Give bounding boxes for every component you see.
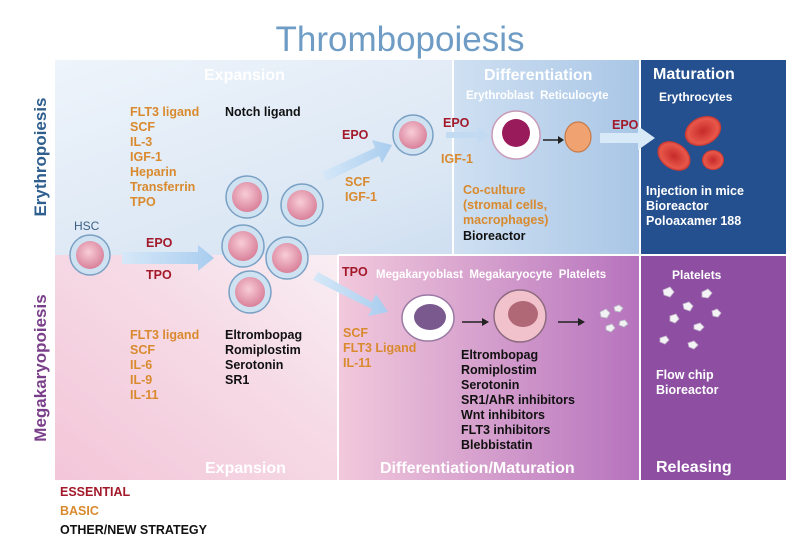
erythro-epo-diff: EPO [342, 128, 369, 142]
header-differentiation: Differentiation [484, 67, 593, 84]
releasing-methods: Flow chip Bioreactor [656, 368, 719, 397]
platelets-diff [599, 304, 629, 333]
header-maturation: Maturation [653, 66, 735, 83]
erythro-progenitor-cell [392, 114, 434, 156]
diff-maturation-panel [338, 255, 640, 480]
mega-diff-other: Eltrombopag Romiplostim Serotonin SR1/Ah… [461, 348, 575, 452]
platelets-label: Platelets [672, 268, 722, 282]
platelets-released [659, 286, 722, 350]
hsc-cell [69, 234, 111, 276]
erythroblast-arrow [446, 127, 489, 143]
erythropoiesis-label: Erythropoiesis [31, 97, 50, 217]
hsc-label: HSC [74, 219, 100, 233]
mega-tpo: TPO [342, 265, 368, 279]
differentiation-panel [453, 60, 639, 255]
expansion-cell-cluster [221, 175, 324, 314]
mega-expansion-other: Eltrombopag Romiplostim Serotonin SR1 [225, 328, 303, 387]
erythro-coculture: Co-culture (stromal cells, macrophages) [463, 183, 549, 227]
header-releasing: Releasing [656, 459, 732, 476]
erythro-expansion-other: Notch ligand [225, 105, 301, 119]
hsc-arrow [122, 245, 214, 271]
megakaryopoiesis-label: Megakaryopoiesis [31, 294, 50, 442]
header-diff-maturation: Differentiation/Maturation [380, 460, 575, 477]
mega-diff-factors: SCF FLT3 Ligand IL-11 [343, 326, 417, 370]
erythrocytes-label: Erythrocytes [659, 90, 733, 104]
mega-stage-labels: Megakaryoblast Megakaryocyte Platelets [376, 269, 607, 281]
megakaryocyte-cell [493, 289, 547, 343]
erythro-arrow [322, 140, 392, 181]
mega-expansion-factors: FLT3 ligand SCF IL-6 IL-9 IL-11 [130, 328, 200, 402]
erythro-expansion-factors: FLT3 ligand SCF IL-3 IGF-1 Heparin Trans… [130, 105, 200, 209]
maturation-arrow [600, 126, 655, 150]
megakaryoblast-cell [401, 294, 455, 342]
erythrocytes [657, 115, 724, 171]
hsc-epo: EPO [146, 236, 173, 250]
erythro-stage-labels: Erythroblast Reticulocyte [466, 90, 609, 102]
erythro-diff-factors: SCF IGF-1 [345, 175, 377, 204]
erythro-bioreactor: Bioreactor [463, 229, 526, 243]
header-expansion-bottom: Expansion [205, 460, 286, 477]
hsc-tpo: TPO [146, 268, 172, 282]
erythro-epo-mat: EPO [612, 118, 639, 132]
erythro-epo-mid: EPO [443, 116, 470, 130]
header-expansion-top: Expansion [204, 67, 285, 84]
reticulocyte-cell [564, 121, 592, 153]
legend-other: OTHER/NEW STRATEGY [60, 523, 207, 537]
erythroblast-cell [491, 110, 541, 160]
maturation-methods: Injection in mice Bioreactor Poloaxamer … [646, 184, 744, 228]
diagram-title: Thrombopoiesis [275, 20, 525, 59]
erythro-igf-mid: IGF-1 [441, 152, 473, 166]
legend-essential: ESSENTIAL [60, 485, 131, 499]
expansion-mega-panel [55, 255, 338, 480]
legend-basic: BASIC [60, 504, 99, 518]
mega-arrow [313, 272, 388, 316]
